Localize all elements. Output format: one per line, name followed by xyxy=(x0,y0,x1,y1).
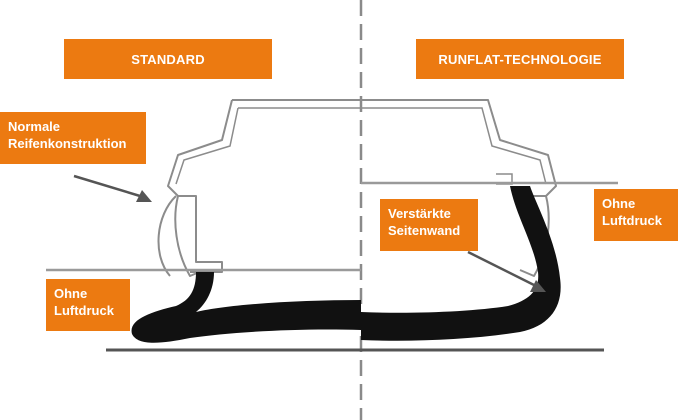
standard-sidewall-outline xyxy=(157,195,177,277)
arrowhead-normal-construction xyxy=(136,190,152,202)
arrow-reinforced-sidewall xyxy=(467,250,537,288)
callout-no-pressure-left: Ohne Luftdruck xyxy=(46,279,130,331)
header-runflat: RUNFLAT-TECHNOLOGIE xyxy=(416,39,624,79)
callout-reinforced-sidewall: Verstärkte Seitenwand xyxy=(380,199,478,251)
arrowhead-reinforced-sidewall xyxy=(530,280,546,292)
callout-normal-construction: Normale Reifenkonstruktion xyxy=(0,112,146,164)
header-standard: STANDARD xyxy=(64,39,272,79)
arrow-normal-construction xyxy=(73,174,141,198)
callout-no-pressure-right: Ohne Luftdruck xyxy=(594,189,678,241)
runflat-supported-tire xyxy=(361,186,561,341)
wheel-rim-outline xyxy=(167,99,557,277)
standard-deflated-tire xyxy=(131,272,361,343)
